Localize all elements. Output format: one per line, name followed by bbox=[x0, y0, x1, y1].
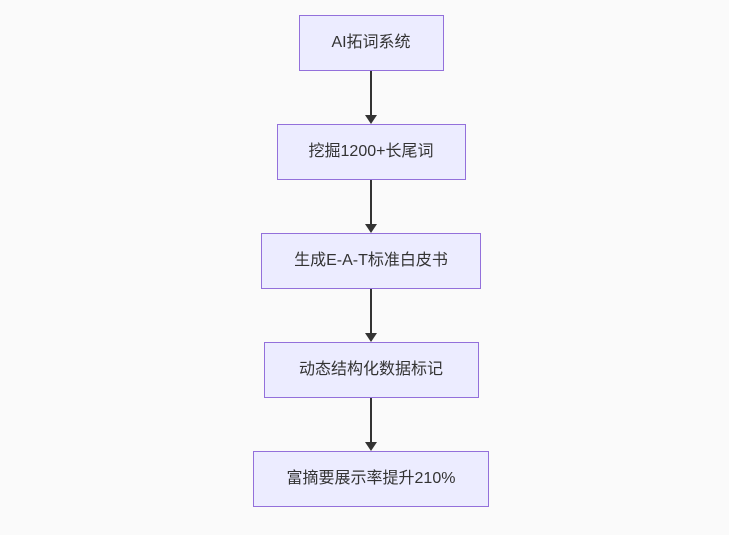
edge-line bbox=[370, 398, 372, 442]
flowchart-node-eat-whitepaper: 生成E-A-T标准白皮书 bbox=[261, 233, 481, 289]
flowchart: AI拓词系统 挖掘1200+长尾词 生成E-A-T标准白皮书 动态结构化数据标记… bbox=[253, 15, 489, 507]
edge-line bbox=[370, 180, 372, 224]
edge-n4-n5 bbox=[365, 398, 377, 451]
flowchart-node-ai-expansion-system: AI拓词系统 bbox=[298, 15, 444, 71]
node-label: AI拓词系统 bbox=[331, 34, 411, 51]
edge-n3-n4 bbox=[365, 289, 377, 342]
node-label: 富摘要展示率提升210% bbox=[286, 470, 456, 487]
edge-line bbox=[370, 289, 372, 333]
edge-line bbox=[370, 71, 372, 115]
edge-n2-n3 bbox=[365, 180, 377, 233]
arrowhead-down-icon bbox=[365, 224, 377, 233]
edge-n1-n2 bbox=[365, 71, 377, 124]
node-label: 生成E-A-T标准白皮书 bbox=[294, 252, 448, 269]
arrowhead-down-icon bbox=[365, 115, 377, 124]
flowchart-node-structured-data-markup: 动态结构化数据标记 bbox=[263, 342, 479, 398]
flowchart-node-rich-snippet-rate: 富摘要展示率提升210% bbox=[253, 451, 489, 507]
node-label: 挖掘1200+长尾词 bbox=[308, 143, 434, 160]
node-label: 动态结构化数据标记 bbox=[298, 361, 443, 378]
arrowhead-down-icon bbox=[365, 333, 377, 342]
arrowhead-down-icon bbox=[365, 442, 377, 451]
flowchart-node-longtail-keywords: 挖掘1200+长尾词 bbox=[276, 124, 466, 180]
